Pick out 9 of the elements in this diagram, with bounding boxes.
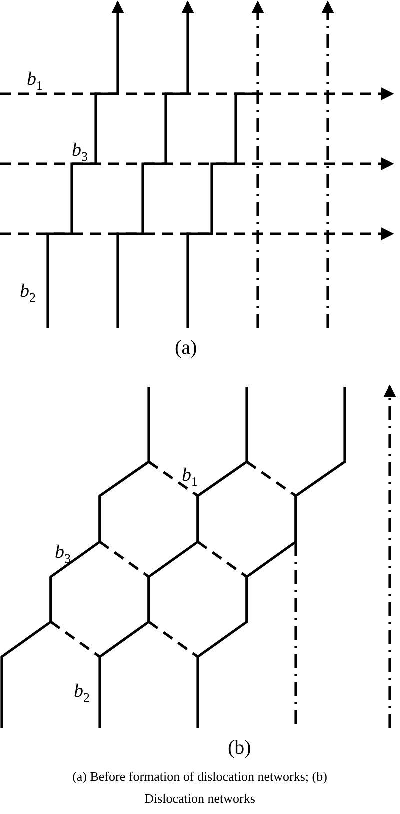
vector-label: b$_{3}$	[72, 141, 88, 163]
vector-label: b$_{1}$	[182, 466, 198, 488]
vector-label: b$_{2}$	[20, 282, 36, 304]
panel-label: (b)	[228, 738, 252, 758]
vector-label: b$_{3}$	[55, 543, 71, 565]
vector-label: b$_{1}$	[27, 70, 43, 92]
figure-caption: (a) Before formation of dislocation networks; (b) Dislocation networks	[72, 768, 328, 808]
panel-label: (a)	[175, 338, 198, 358]
vector-label: b$_{2}$	[74, 682, 90, 704]
